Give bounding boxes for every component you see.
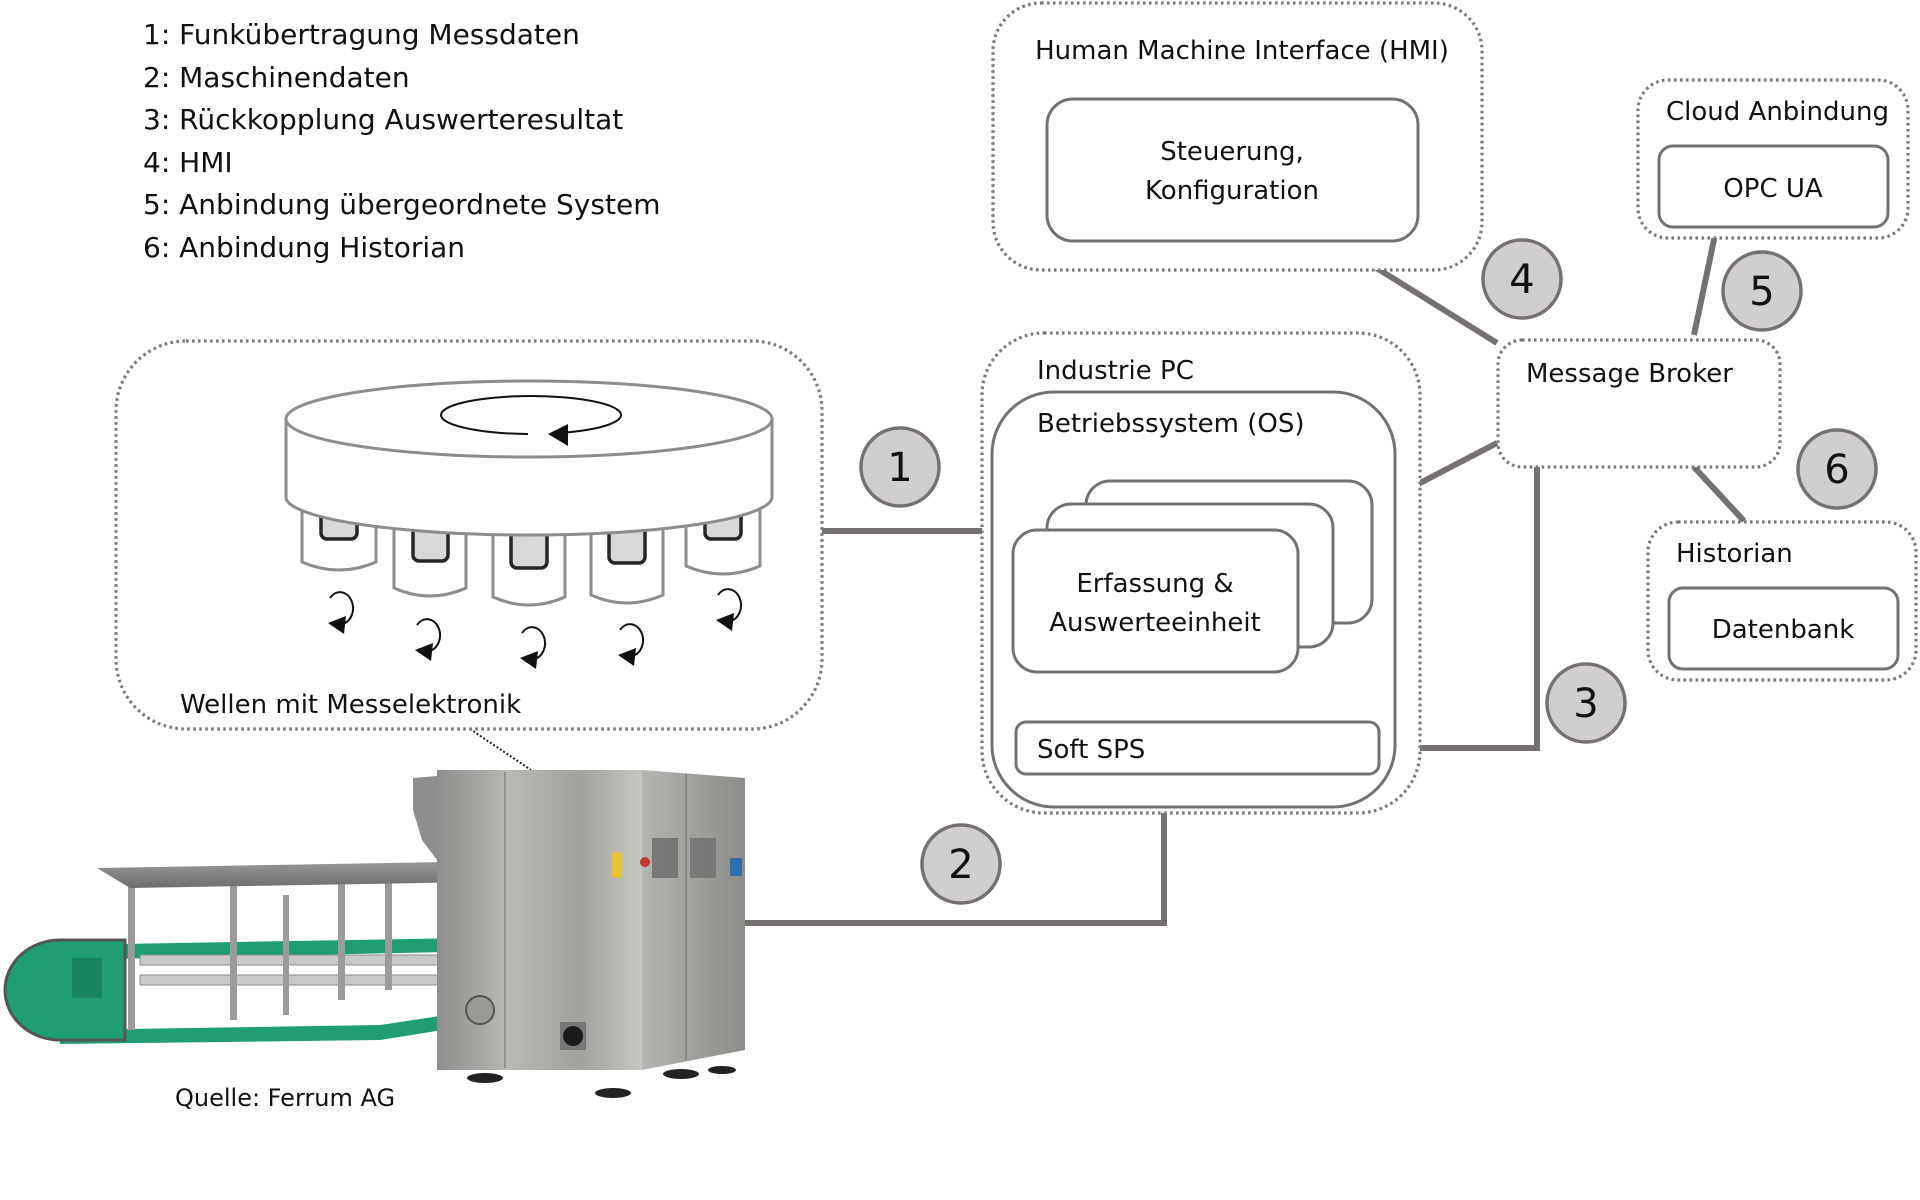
photo-caption: Quelle: Ferrum AG — [175, 1084, 395, 1112]
badge-5-label: 5 — [1749, 269, 1774, 315]
os-title: Betriebssystem (OS) — [1037, 409, 1305, 439]
rotation-arrow-icon — [618, 623, 645, 666]
opcua-box — [1657, 144, 1890, 229]
shafts-panel: Wellen mit Messelektronik — [114, 339, 824, 731]
legend-item-2: 2: Maschinendaten — [143, 61, 410, 94]
hmi-title: Human Machine Interface (HMI) — [1035, 36, 1449, 66]
connector-6 — [1691, 464, 1747, 524]
rotation-arrow-icon — [548, 424, 568, 446]
soft-sps-box — [1014, 720, 1381, 776]
datenbank-label: Datenbank — [1712, 615, 1855, 645]
hmi-control-line1: Steuerung, — [1160, 137, 1304, 167]
legend-item-5: 5: Anbindung übergeordnete System — [143, 188, 660, 221]
rotation-arrow-icon — [328, 591, 355, 634]
broker-group: Message Broker — [1496, 338, 1782, 469]
unit-line2: Auswerteeinheit — [1049, 608, 1261, 638]
badge-2: 2 — [920, 823, 1002, 905]
industrie-pc-title: Industrie PC — [1037, 356, 1194, 386]
shafts-panel-label: Wellen mit Messelektronik — [180, 690, 521, 720]
legend-item-1: 1: Funkübertragung Messdaten — [143, 18, 580, 51]
unit-card-front — [1011, 528, 1300, 674]
leader-line — [469, 728, 532, 771]
rotation-ellipse-icon — [440, 395, 623, 435]
opcua-label: OPC UA — [1723, 174, 1823, 204]
hmi-group: Human Machine Interface (HMI) Steuerung,… — [991, 1, 1484, 272]
rotation-arrows — [328, 588, 743, 669]
connector-5 — [1691, 229, 1719, 336]
machine-photo: Quelle: Ferrum AG — [3, 770, 745, 1112]
broker-title: Message Broker — [1526, 359, 1733, 389]
badge-6-label: 6 — [1824, 447, 1849, 493]
legend-item-4: 4: HMI — [143, 146, 233, 179]
datenbank-box — [1667, 586, 1900, 671]
badge-5: 5 — [1721, 250, 1803, 332]
connector-3 — [1379, 467, 1540, 751]
soft-sps-label: Soft SPS — [1037, 735, 1145, 765]
badge-4-label: 4 — [1509, 257, 1534, 303]
badge-3: 3 — [1545, 662, 1627, 744]
unit-line1: Erfassung & — [1076, 569, 1233, 599]
cloud-group: Cloud Anbindung OPC UA — [1636, 78, 1910, 240]
rotation-arrow-icon — [415, 618, 442, 661]
badge-1-label: 1 — [887, 445, 912, 491]
industrie-pc-group: Industrie PC Betriebssystem (OS) Erfassu… — [980, 331, 1422, 815]
hmi-control-line2: Konfiguration — [1145, 176, 1319, 206]
connector-2 — [745, 780, 1167, 926]
historian-group: Historian Datenbank — [1646, 520, 1918, 682]
badge-4: 4 — [1481, 238, 1563, 320]
hmi-control-box — [1045, 97, 1420, 243]
legend: 1: Funkübertragung Messdaten 2: Maschine… — [143, 18, 660, 264]
badge-1: 1 — [859, 426, 941, 508]
historian-title: Historian — [1676, 539, 1793, 569]
broker-frame — [1496, 338, 1782, 469]
control-screen — [730, 858, 742, 876]
rotation-arrow-icon — [520, 626, 547, 669]
rotation-arrow-icon — [716, 588, 743, 631]
legend-item-6: 6: Anbindung Historian — [143, 231, 465, 264]
e-stop-handle — [612, 852, 622, 878]
badge-2-label: 2 — [948, 842, 973, 888]
badge-6: 6 — [1796, 428, 1878, 510]
legend-item-3: 3: Rückkopplung Auswerteresultat — [143, 103, 623, 136]
badge-3-label: 3 — [1573, 681, 1598, 727]
rotating-disc — [284, 379, 774, 537]
cloud-title: Cloud Anbindung — [1666, 97, 1889, 127]
